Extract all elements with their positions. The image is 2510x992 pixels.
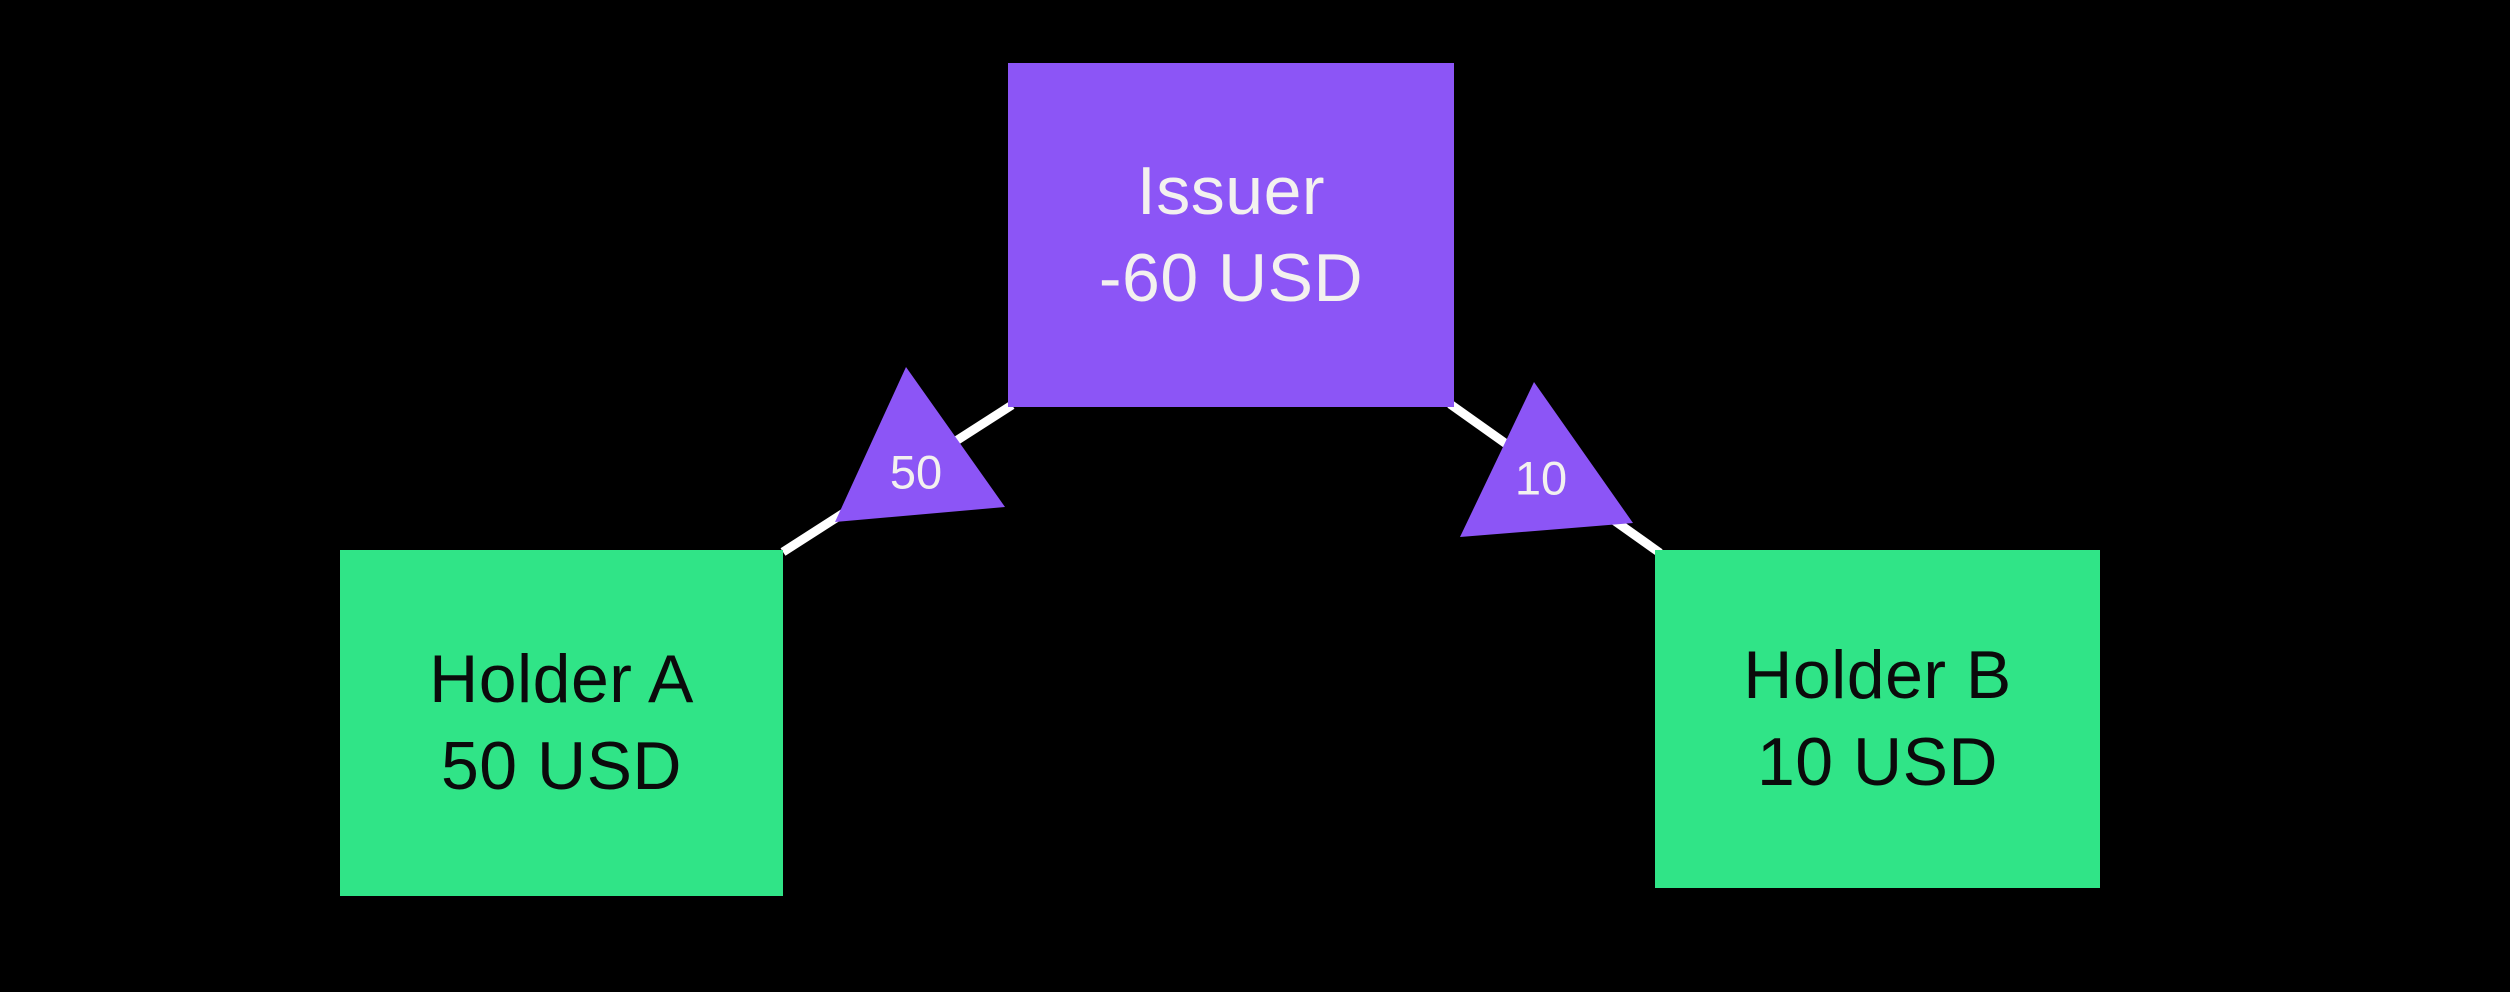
edge-arrow-holder-a-to-issuer [835, 367, 1005, 522]
node-holder-a-balance: 50 USD [440, 728, 683, 804]
node-issuer-balance: -60 USD [1098, 240, 1364, 316]
edge-amount-label-10: 10 [1514, 451, 1568, 505]
node-holder-b-name: Holder B [1743, 637, 2012, 713]
edge-arrow-issuer-to-holder-b [1460, 382, 1633, 537]
node-holder-b: Holder B 10 USD [1655, 550, 2100, 888]
node-issuer-name: Issuer [1136, 153, 1326, 229]
node-holder-a: Holder A 50 USD [340, 550, 783, 896]
node-holder-b-balance: 10 USD [1756, 724, 1999, 800]
node-issuer: Issuer -60 USD [1008, 63, 1454, 407]
edge-amount-label-50: 50 [889, 445, 943, 499]
node-holder-a-name: Holder A [429, 641, 694, 717]
